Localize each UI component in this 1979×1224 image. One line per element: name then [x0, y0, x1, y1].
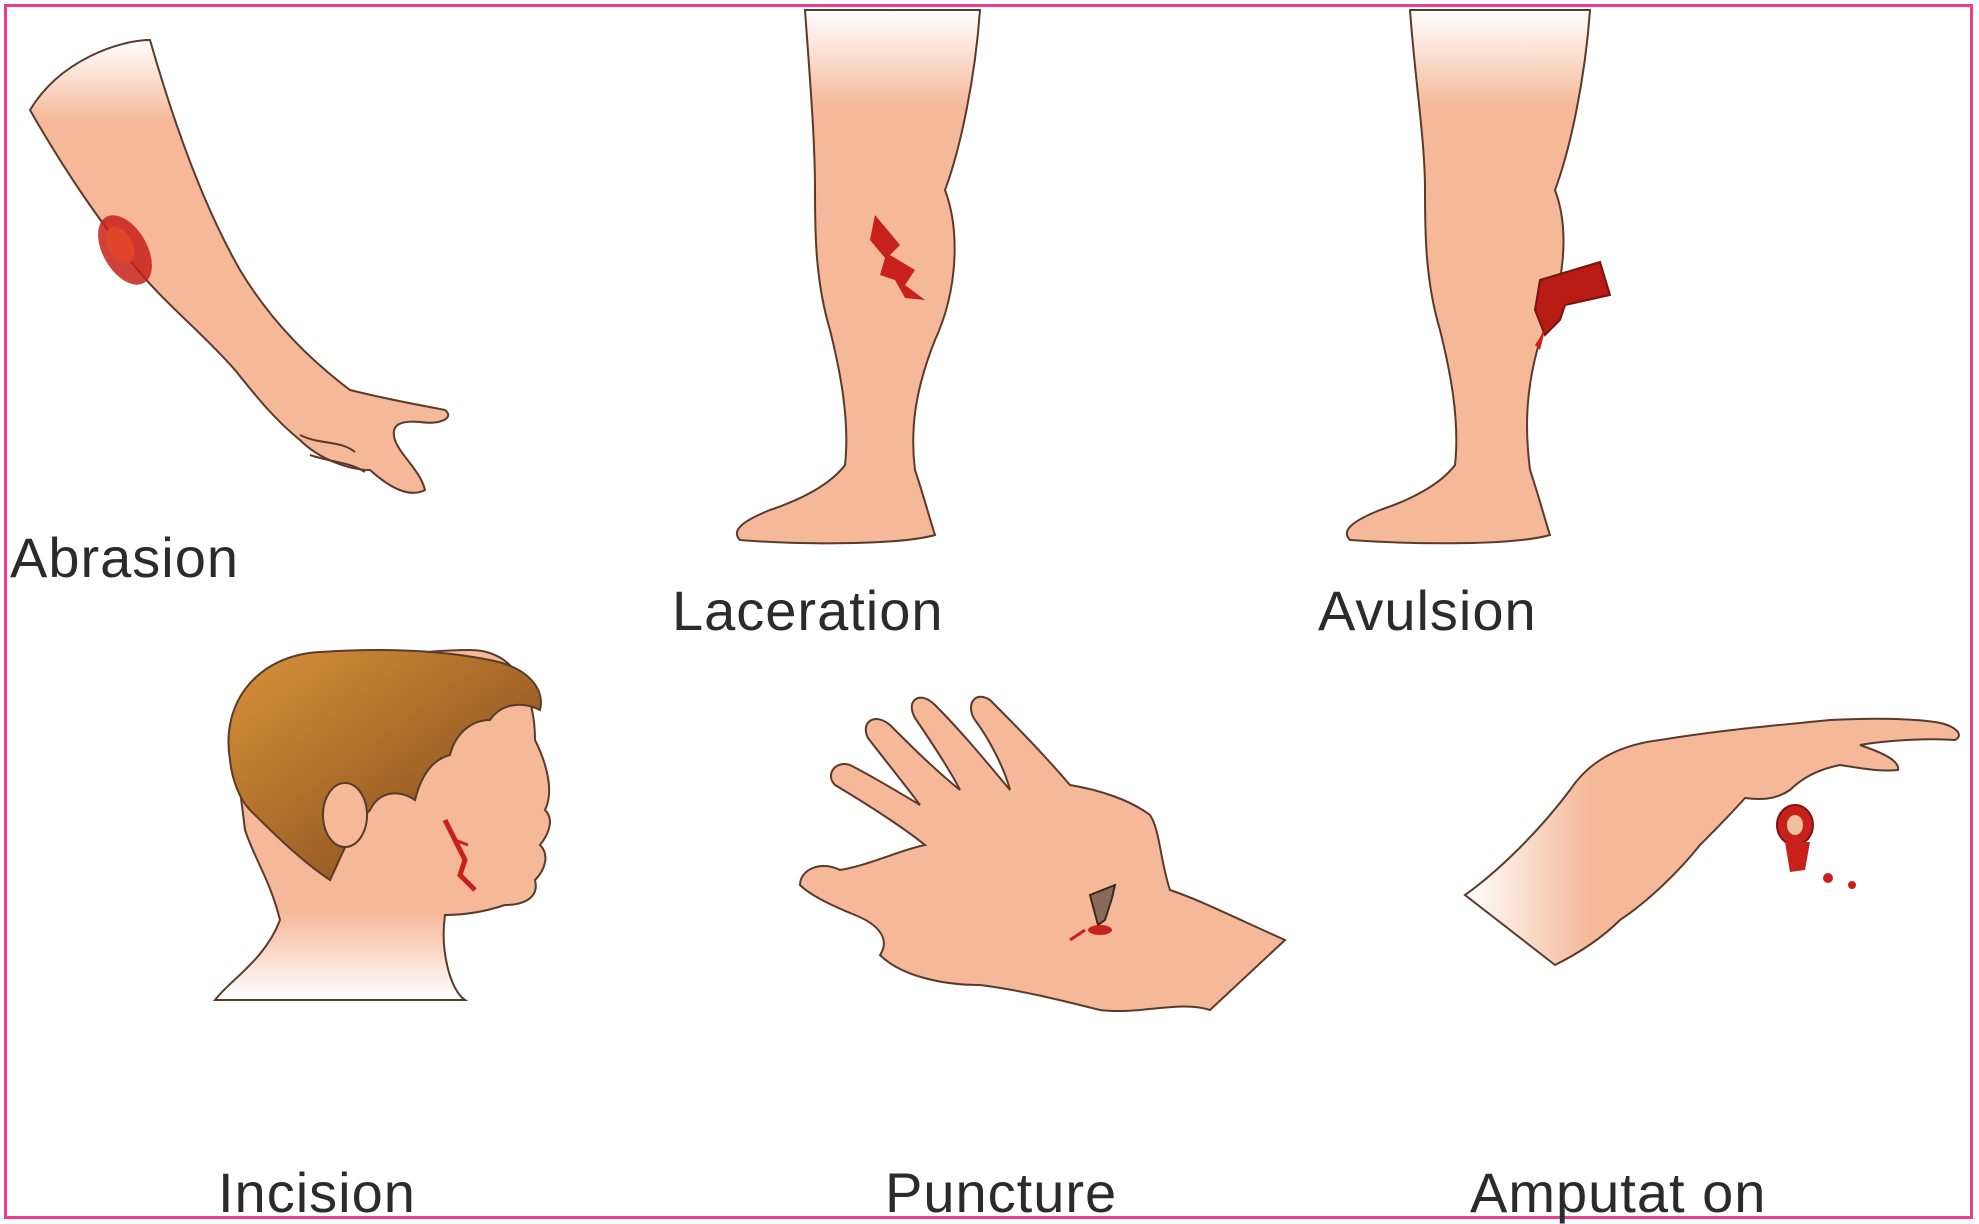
- label-abrasion: Abrasion: [10, 530, 239, 586]
- label-puncture: Puncture: [885, 1165, 1117, 1221]
- label-laceration: Laceration: [672, 583, 944, 639]
- label-incision: Incision: [218, 1165, 416, 1221]
- leg-avulsion-icon: [1347, 10, 1610, 543]
- leg-laceration-icon: [737, 10, 980, 543]
- finger-amputation-icon: [1465, 719, 1959, 965]
- hand-puncture-icon: [800, 697, 1285, 1011]
- label-amputation: Amputat on: [1470, 1165, 1766, 1221]
- label-avulsion: Avulsion: [1318, 583, 1537, 639]
- face-incision-icon: [215, 650, 550, 1000]
- arm-abrasion-icon: [30, 40, 448, 493]
